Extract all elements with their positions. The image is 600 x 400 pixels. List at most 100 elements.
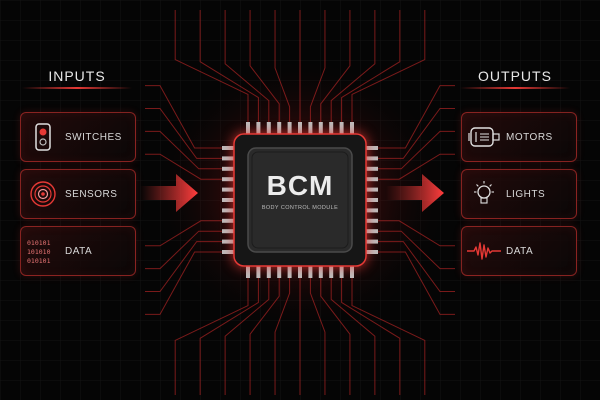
inputs-title: INPUTS (48, 68, 106, 84)
circuit-trace (224, 10, 270, 122)
circuit-trace (378, 220, 455, 247)
circuit-trace (330, 278, 376, 395)
chip-pin (222, 229, 234, 234)
chip-pin (350, 266, 354, 278)
chip-pin (339, 122, 344, 134)
circuit-trace (378, 241, 455, 293)
circuit-trace (378, 153, 455, 180)
chip-pin (366, 146, 378, 150)
circuit-trace (309, 278, 326, 395)
binary-line-2: 101010 (27, 248, 51, 256)
chip-pin (277, 266, 282, 278)
circuit-trace (320, 10, 351, 122)
input-label-sensors: SENSORS (65, 188, 118, 200)
input-card-sensors: SENSORS (20, 169, 136, 219)
circuit-trace (145, 241, 222, 293)
bcm-chip (222, 122, 378, 278)
chip-pin (298, 122, 302, 134)
circuit-trace (378, 251, 455, 315)
circuit-trace (145, 130, 222, 170)
binary-data-icon: 010101 101010 010101 (21, 229, 65, 273)
circuit-trace (145, 251, 222, 315)
chip-pin (246, 122, 250, 134)
chip-pin (222, 218, 234, 223)
chip-pin (222, 146, 234, 150)
chip-pin (366, 187, 378, 192)
chip-pin (222, 187, 234, 192)
chip-pin (329, 122, 334, 134)
input-card-switches: SWITCHES (20, 112, 136, 162)
light-bulb-icon (462, 172, 506, 216)
chip-pin (222, 177, 234, 182)
circuit-trace (341, 10, 401, 122)
chip-pin (366, 239, 378, 244)
chip-pin (350, 122, 354, 134)
chip-pin (222, 156, 234, 161)
chip-pin (222, 208, 234, 213)
circuit-trace (378, 130, 455, 170)
circuit-trace (351, 278, 426, 395)
circuit-trace (309, 10, 326, 122)
circuit-trace (320, 278, 351, 395)
circuit-trace (378, 107, 455, 159)
chip-subtitle: BODY CONTROL MODULE (261, 205, 339, 211)
circuit-trace (145, 220, 222, 247)
outputs-title-underline (460, 87, 570, 89)
input-label-switches: SWITCHES (65, 131, 122, 143)
circuit-trace (145, 153, 222, 180)
waveform-icon (462, 229, 506, 273)
binary-line-3: 010101 (27, 257, 51, 265)
output-arrow (386, 174, 444, 212)
chip-pin (298, 266, 302, 278)
chip-pin (246, 266, 250, 278)
chip-pin (222, 239, 234, 244)
chip-pin (256, 122, 261, 134)
chip-pin (318, 122, 323, 134)
circuit-trace (199, 278, 259, 395)
chip-pin (222, 166, 234, 171)
circuit-trace (249, 278, 280, 395)
chip-pin (339, 266, 344, 278)
circuit-trace (274, 10, 291, 122)
chip-pin (222, 198, 234, 202)
circuit-trace (341, 278, 401, 395)
circuit-trace (378, 85, 455, 149)
circuit-trace (330, 10, 376, 122)
chip-pin (266, 266, 271, 278)
inputs-title-underline (22, 87, 132, 89)
chip-pin (308, 122, 313, 134)
chip-pin (366, 250, 378, 254)
chip-pin (329, 266, 334, 278)
circuit-trace (145, 107, 222, 159)
input-label-data: DATA (65, 245, 93, 257)
circuit-trace (249, 10, 280, 122)
chip-pin (256, 266, 261, 278)
chip-pin (366, 198, 378, 202)
input-arrow (140, 174, 198, 212)
switch-icon (21, 115, 65, 159)
chip-pin (222, 250, 234, 254)
chip-pin (366, 218, 378, 223)
input-card-data: 010101 101010 010101 DATA (20, 226, 136, 276)
motor-icon (462, 115, 506, 159)
chip-pin (366, 208, 378, 213)
chip-pin (366, 156, 378, 161)
circuit-trace (174, 10, 249, 122)
chip-pin (366, 166, 378, 171)
circuit-trace (145, 85, 222, 149)
output-label-lights: LIGHTS (506, 188, 546, 200)
chip-pin (287, 266, 292, 278)
sensor-icon (21, 172, 65, 216)
chip-pin (366, 229, 378, 234)
chip-pin (266, 122, 271, 134)
chip-title: BCM (266, 170, 334, 201)
circuit-trace (378, 230, 455, 270)
circuit-trace (145, 230, 222, 270)
chip-pin (308, 266, 313, 278)
chip-pin (318, 266, 323, 278)
output-card-motors: MOTORS (461, 112, 577, 162)
chip-pin (366, 177, 378, 182)
chip-pin (277, 122, 282, 134)
output-card-lights: LIGHTS (461, 169, 577, 219)
